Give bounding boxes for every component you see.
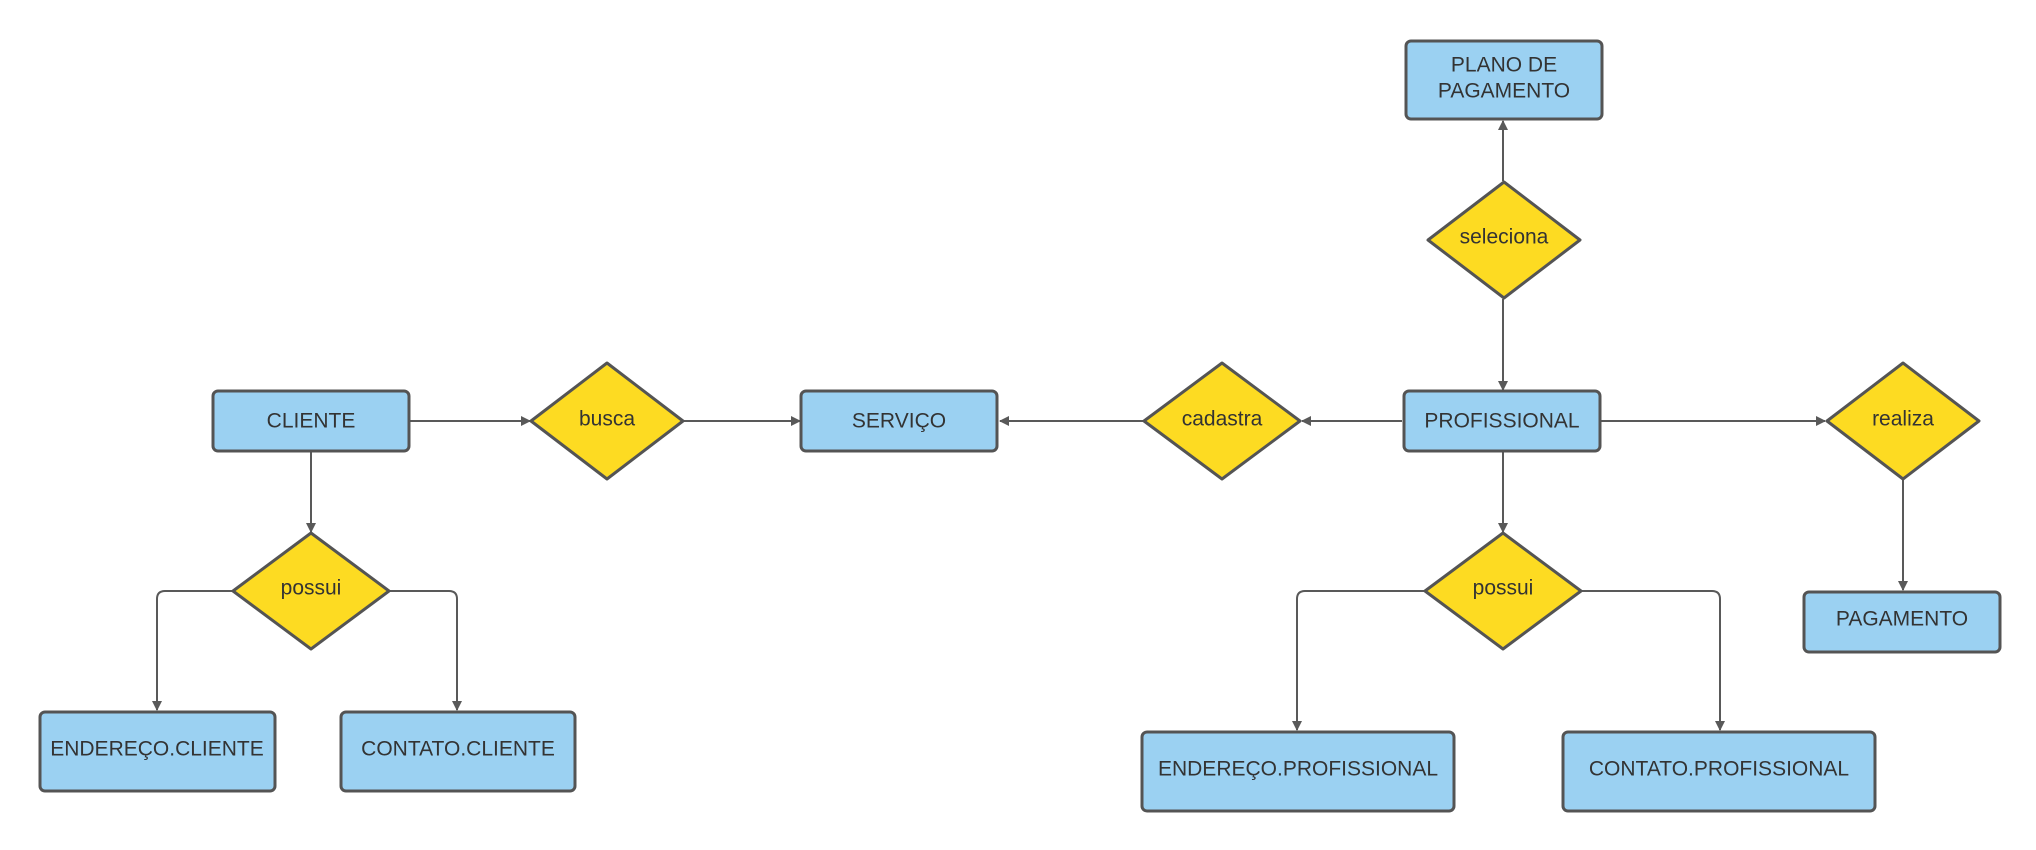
relationship-possui-profissional[interactable]: possui (1423, 531, 1583, 651)
edge-possui-contato-cliente (390, 590, 462, 711)
entity-pagamento[interactable]: PAGAMENTO (1802, 590, 2002, 654)
entity-servico-label: SERVIÇO (852, 410, 946, 433)
relationship-possui-cliente-label: possui (281, 577, 342, 600)
relationship-busca[interactable]: busca (529, 361, 685, 481)
entity-profissional[interactable]: PROFISSIONAL (1402, 389, 1602, 453)
relationship-realiza-label: realiza (1872, 408, 1934, 431)
relationship-seleciona-label: seleciona (1460, 226, 1549, 249)
entity-contato-profissional-label: CONTATO.PROFISSIONAL (1589, 758, 1849, 781)
entity-endereco-cliente[interactable]: ENDEREÇO.CLIENTE (38, 710, 277, 793)
relationship-possui-cliente[interactable]: possui (231, 531, 391, 651)
relationship-cadastra[interactable]: cadastra (1142, 361, 1302, 481)
entity-plano-label-line2: PAGAMENTO (1438, 80, 1570, 103)
entity-contato-cliente[interactable]: CONTATO.CLIENTE (339, 710, 577, 793)
relationship-busca-label: busca (579, 408, 635, 431)
edge-possui-contato-profissional (1582, 590, 1725, 731)
entity-plano-label-line1: PLANO DE (1451, 54, 1557, 77)
relationship-realiza[interactable]: realiza (1825, 361, 1981, 481)
entity-profissional-label: PROFISSIONAL (1424, 410, 1579, 433)
edges (152, 120, 1908, 731)
entity-endereco-profissional-label: ENDEREÇO.PROFISSIONAL (1158, 758, 1438, 781)
entity-endereco-profissional[interactable]: ENDEREÇO.PROFISSIONAL (1140, 730, 1456, 813)
edge-possui-endereco-cliente (152, 590, 232, 711)
entity-plano-de-pagamento[interactable]: PLANO DE PAGAMENTO (1404, 39, 1604, 121)
entity-pagamento-label: PAGAMENTO (1836, 608, 1968, 631)
relationship-possui-profissional-label: possui (1473, 577, 1534, 600)
entity-servico[interactable]: SERVIÇO (799, 389, 999, 453)
entity-cliente[interactable]: CLIENTE (211, 389, 411, 453)
entity-contato-profissional[interactable]: CONTATO.PROFISSIONAL (1561, 730, 1877, 813)
entity-endereco-cliente-label: ENDEREÇO.CLIENTE (50, 738, 264, 761)
relationship-seleciona[interactable]: seleciona (1426, 180, 1582, 300)
relationship-cadastra-label: cadastra (1182, 408, 1263, 431)
entity-cliente-label: CLIENTE (267, 410, 356, 433)
edge-possui-endereco-profissional (1292, 590, 1424, 731)
entity-contato-cliente-label: CONTATO.CLIENTE (361, 738, 555, 761)
